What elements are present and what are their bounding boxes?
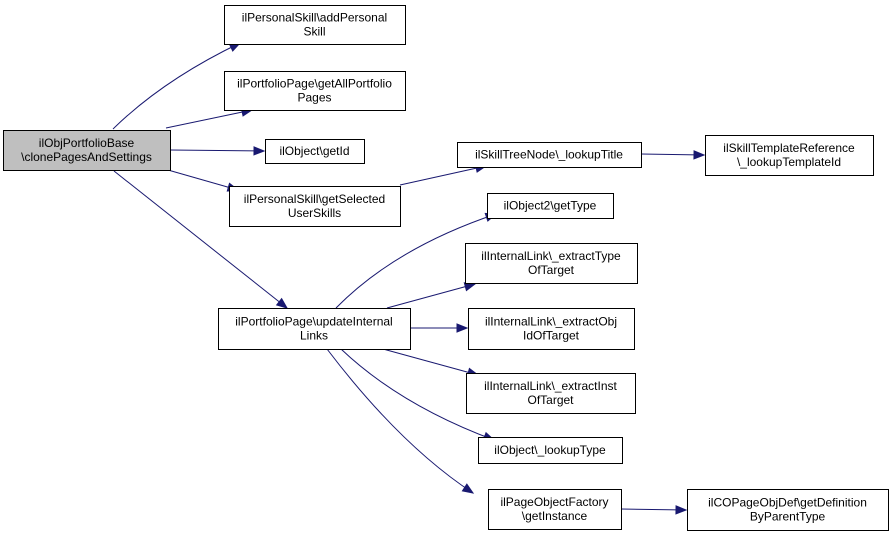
node-box (218, 308, 411, 350)
edge-updateInternalLinks-to-extractTypeOfTarget (386, 282, 477, 309)
node-label: OfTarget (527, 393, 574, 407)
edge-line (620, 508, 687, 511)
node-box (229, 186, 401, 227)
node-label: Pages (297, 91, 331, 105)
node-box (478, 437, 623, 464)
node-box (705, 135, 874, 176)
node-label: ilInternalLink\_extractType (481, 249, 621, 263)
edge-line (399, 165, 487, 186)
node-getInstance[interactable]: ilPageObjectFactory\getInstance (488, 489, 622, 530)
arrowhead (275, 297, 289, 309)
node-label: ilObject2\getType (504, 199, 597, 213)
node-lookupTitle[interactable]: ilSkillTreeNode\_lookupTitle (457, 142, 642, 168)
node-label: ilPortfolioPage\getAllPortfolio (237, 77, 392, 91)
node-label: ilPersonalSkill\addPersonal (242, 11, 387, 25)
edge-getInstance-to-getDefinitionByParentType (620, 505, 688, 515)
edge-line (335, 213, 497, 309)
edge-line (169, 149, 265, 152)
edge-line (113, 170, 288, 309)
node-lookupTemplateId[interactable]: ilSkillTemplateReference\_lookupTemplate… (705, 135, 874, 176)
edge-line (112, 42, 241, 130)
node-label: ilPersonalSkill\getSelected (244, 192, 385, 206)
node-box (3, 130, 171, 171)
node-label: ilObjPortfolioBase (39, 136, 135, 150)
edge-root-to-getSelectedUserSkills (167, 169, 240, 192)
node-label: UserSkills (288, 206, 341, 220)
node-label: ilObject\_lookupType (494, 443, 606, 457)
edge-line (167, 169, 239, 191)
node-box (687, 489, 889, 531)
arrowhead (456, 323, 469, 333)
node-lookupType[interactable]: ilObject\_lookupType (478, 437, 623, 464)
node-label: Links (300, 329, 328, 343)
node-label: ilPageObjectFactory (500, 495, 608, 509)
edge-root-to-getId (169, 146, 266, 156)
node-label: ilInternalLink\_extractObj (485, 315, 617, 329)
node-label: \_lookupTemplateId (737, 155, 841, 169)
edge-updateInternalLinks-to-getInstance (326, 348, 475, 494)
node-label: ilSkillTemplateReference (723, 141, 855, 155)
node-label: ilInternalLink\_extractInst (484, 379, 617, 393)
nodes-layer: ilObjPortfolioBase\clonePagesAndSettings… (3, 5, 889, 531)
edge-root-to-getAllPortfolioPages (165, 107, 254, 129)
node-box (488, 489, 622, 530)
node-label: ByParentType (750, 510, 826, 524)
edge-line (340, 348, 495, 441)
node-box (466, 373, 636, 414)
node-box (465, 243, 638, 284)
node-label: ilPortfolioPage\updateInternal (235, 315, 392, 329)
node-box (224, 5, 406, 45)
arrowhead (693, 150, 706, 160)
node-label: OfTarget (528, 263, 575, 277)
node-label: IdOfTarget (523, 329, 580, 343)
node-label: \clonePagesAndSettings (21, 150, 152, 164)
edge-updateInternalLinks-to-extractObjIdOfTarget (410, 323, 469, 333)
node-box (468, 308, 635, 350)
arrowhead (461, 483, 475, 494)
edge-line (326, 348, 474, 494)
edge-lookupTitle-to-lookupTemplateId (640, 150, 706, 160)
node-label: \getInstance (522, 509, 588, 523)
edge-line (386, 283, 476, 309)
node-box (457, 142, 642, 168)
edge-line (640, 153, 705, 156)
node-label: ilObject\getId (279, 144, 349, 158)
node-label: ilSkillTreeNode\_lookupTitle (475, 148, 623, 162)
node-box (265, 139, 365, 164)
edge-root-to-updateInternalLinks (113, 170, 289, 309)
node-root[interactable]: ilObjPortfolioBase\clonePagesAndSettings (3, 130, 171, 171)
node-getType[interactable]: ilObject2\getType (487, 193, 614, 219)
node-label: Skill (303, 25, 325, 39)
edge-line (165, 109, 253, 129)
arrowhead (253, 146, 266, 156)
edge-line (382, 348, 479, 376)
node-label: ilCOPageObjDef\getDefinition (708, 496, 867, 510)
node-box (487, 193, 614, 219)
node-getId[interactable]: ilObject\getId (265, 139, 365, 164)
edge-updateInternalLinks-to-extractInstOfTarget (382, 348, 480, 377)
arrowhead (675, 505, 688, 515)
node-box (224, 71, 406, 111)
